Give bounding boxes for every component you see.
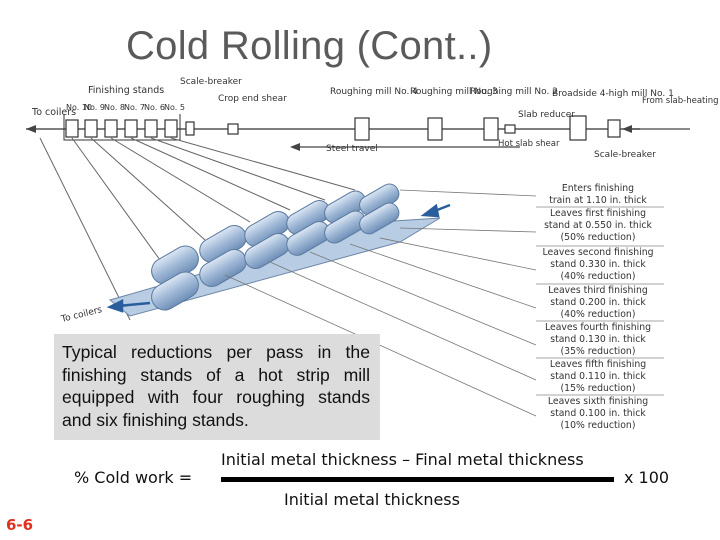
roughing-mill-2-label: Roughing mill No. 2 <box>470 87 558 97</box>
svg-text:(15% reduction): (15% reduction) <box>561 383 636 394</box>
to-coilers-label-top: To coilers <box>31 107 76 118</box>
svg-text:(10% reduction): (10% reduction) <box>561 420 636 431</box>
scale-breaker-label-top: Scale-breaker <box>180 77 242 87</box>
svg-text:(35% reduction): (35% reduction) <box>561 346 636 357</box>
pass-note-2: Leaves second finishing stand 0.330 in. … <box>542 247 653 282</box>
stand-number-7: No. 7 <box>124 103 145 112</box>
svg-text:Enters finishing: Enters finishing <box>562 183 634 194</box>
formula-numerator: Initial metal thickness – Final metal th… <box>221 450 584 469</box>
svg-text:Leaves fifth finishing: Leaves fifth finishing <box>550 359 646 370</box>
pass-notes: Enters finishing train at 1.10 in. thick… <box>542 183 653 431</box>
roughing-mill-3-label: Roughing mill No. 3 <box>410 87 498 97</box>
svg-text:(40% reduction): (40% reduction) <box>561 271 636 282</box>
roughing-mill-4-label: Roughing mill No. 4 <box>330 87 418 97</box>
formula-denominator: Initial metal thickness <box>284 490 460 509</box>
scale-breaker-label-bottom: Scale-breaker <box>594 150 656 160</box>
formula-multiplier: x 100 <box>624 468 670 487</box>
hot-slab-shear-label: Hot slab shear <box>498 139 560 149</box>
svg-text:Leaves fourth finishing: Leaves fourth finishing <box>545 322 651 333</box>
svg-text:(40% reduction): (40% reduction) <box>561 309 636 320</box>
flow-arrows <box>106 203 451 313</box>
svg-text:Leaves first finishing: Leaves first finishing <box>550 208 646 219</box>
from-furnaces-label: From slab-heating furnaces <box>642 96 720 106</box>
crop-end-shear-label: Crop end shear <box>218 94 287 104</box>
stand-number-5: No. 5 <box>164 103 185 112</box>
pass-note-separators <box>536 206 664 396</box>
pass-note-6: Leaves sixth finishing stand 0.100 in. t… <box>548 396 648 431</box>
finishing-stands-label: Finishing stands <box>88 85 164 96</box>
steel-travel-label: Steel travel <box>326 144 378 154</box>
slab-reducer-label: Slab reducer <box>518 110 575 120</box>
mill-layout-labels: To coilers Finishing stands Scale-breake… <box>31 77 720 160</box>
svg-text:train at 1.10 in. thick: train at 1.10 in. thick <box>549 195 647 206</box>
slide-number: 6-6 <box>6 516 34 534</box>
fraction-bar <box>221 477 614 482</box>
note-leaders <box>224 189 537 417</box>
slide-title: Cold Rolling (Cont..) <box>126 24 493 68</box>
pass-note-4: Leaves fourth finishing stand 0.130 in. … <box>545 322 651 357</box>
pass-note-1: Leaves first finishing stand at 0.550 in… <box>544 208 652 243</box>
svg-text:stand at 0.550 in. thick: stand at 0.550 in. thick <box>544 220 652 231</box>
stand-number-10: No. 10 <box>66 103 92 112</box>
svg-text:stand 0.130 in. thick: stand 0.130 in. thick <box>550 334 646 345</box>
broadside-mill-label: Broadside 4-high mill No. 1 <box>552 89 674 99</box>
svg-text:Leaves second finishing: Leaves second finishing <box>542 247 653 258</box>
svg-text:stand 0.100 in. thick: stand 0.100 in. thick <box>550 408 646 419</box>
stand-number-9: No. 9 <box>84 103 105 112</box>
to-coilers-label-bottom: To coilers <box>59 305 103 325</box>
mill-layout <box>26 114 690 151</box>
svg-text:stand 0.330 in. thick: stand 0.330 in. thick <box>550 259 646 270</box>
hot-strip-mill-figure: To coilers Finishing stands Scale-breake… <box>26 77 720 431</box>
svg-text:stand 0.110 in. thick: stand 0.110 in. thick <box>550 371 646 382</box>
formula-label: % Cold work = <box>74 468 193 487</box>
pass-note-3: Leaves third finishing stand 0.200 in. t… <box>548 285 648 320</box>
stand-number-6: No. 6 <box>144 103 165 112</box>
pass-note-0: Enters finishing train at 1.10 in. thick <box>549 183 647 206</box>
stand-number-8: No. 8 <box>104 103 125 112</box>
roll-stands <box>151 183 400 311</box>
svg-text:(50% reduction): (50% reduction) <box>561 232 636 243</box>
svg-text:Leaves third finishing: Leaves third finishing <box>548 285 648 296</box>
pass-note-5: Leaves fifth finishing stand 0.110 in. t… <box>550 359 647 394</box>
svg-text:Leaves sixth finishing: Leaves sixth finishing <box>548 396 648 407</box>
leader-lines <box>39 137 356 321</box>
figure-caption: Typical reductions per pass in the finis… <box>62 342 370 430</box>
caption-background <box>54 334 380 440</box>
svg-text:stand 0.200 in. thick: stand 0.200 in. thick <box>550 297 646 308</box>
